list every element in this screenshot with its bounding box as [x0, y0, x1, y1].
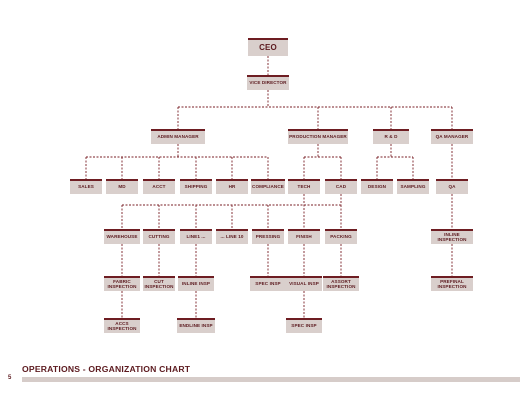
md-box: MD: [106, 179, 138, 194]
production-manager-box: PRODUCTION MANAGER: [288, 129, 348, 144]
warehouse-box: WAREHOUSE: [104, 229, 140, 244]
acct-box: ACCT: [143, 179, 175, 194]
tech-box: TECH: [288, 179, 320, 194]
inline-inspection-box: INLINE INSPECTION: [431, 229, 473, 244]
footer-bar: [22, 377, 520, 382]
vice-director-box: VICE DIRECTOR: [247, 75, 289, 90]
qa-manager-box: QA MANAGER: [431, 129, 473, 144]
packing-box: PACKING: [325, 229, 357, 244]
accs-inspection-box: ACCS INSPECTION: [104, 318, 140, 333]
spec-insp-box: SPEC INSP: [250, 276, 286, 291]
sales-box: SALES: [70, 179, 102, 194]
spec-insp-box: SPEC INSP: [286, 318, 322, 333]
rnd-box: R & D: [373, 129, 409, 144]
line1-box: LINE1 ...: [180, 229, 212, 244]
qa-box: QA: [436, 179, 468, 194]
visual-insp-box: VISUAL INSP: [286, 276, 322, 291]
fabric-inspection-box: FABRIC INSPECTION: [104, 276, 140, 291]
finish-box: FINISH: [288, 229, 320, 244]
sampling-box: SAMPLING: [397, 179, 429, 194]
organization-chart: CEO VICE DIRECTOR ADMIN MANAGER PRODUCTI…: [70, 38, 473, 333]
endline-insp-box: ENDLINE INSP: [177, 318, 215, 333]
page-title: OPERATIONS - ORGANIZATION CHART: [22, 364, 191, 374]
admin-manager-box: ADMIN MANAGER: [151, 129, 205, 144]
cut-inspection-box: CUT INSPECTION: [143, 276, 175, 291]
cutting-box: CUTTING: [143, 229, 175, 244]
shipping-box: SHIPPING: [180, 179, 212, 194]
design-box: DESIGN: [361, 179, 393, 194]
pressing-box: PRESSING: [252, 229, 284, 244]
cad-box: CAD: [325, 179, 357, 194]
line10-box: ... LINE 10: [216, 229, 248, 244]
compliance-box: COMPLIANCE: [251, 179, 285, 194]
assort-inspection-box: ASSORT INSPECTION: [323, 276, 359, 291]
connector-lines: [85, 56, 453, 318]
hr-box: HR: [216, 179, 248, 194]
page-number: 5: [8, 375, 12, 381]
prefinal-inspection-box: PREFINAL INSPECTION: [431, 276, 473, 291]
ceo-box: CEO: [248, 38, 288, 56]
inline-insp-box: INLINE INSP: [178, 276, 214, 291]
